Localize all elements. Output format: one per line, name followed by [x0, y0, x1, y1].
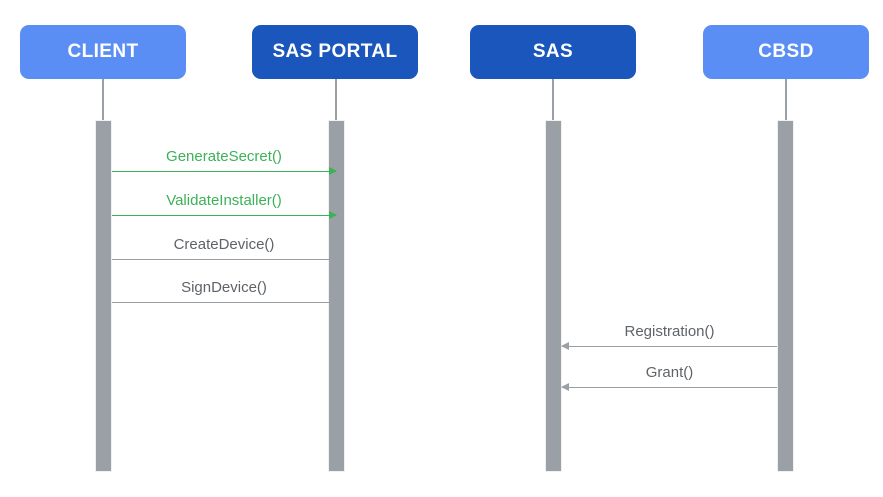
message-line-registration [562, 346, 777, 347]
message-label-generate-secret: GenerateSecret() [166, 148, 282, 165]
lifeline-client [102, 79, 104, 120]
arrowhead-right-icon [329, 211, 337, 219]
arrowhead-left-icon [561, 383, 569, 391]
activation-bar-sas-portal [328, 120, 345, 472]
actor-box-cbsd[interactable]: CBSD [703, 25, 869, 79]
message-line-grant [562, 387, 777, 388]
message-line-generate-secret [112, 171, 336, 172]
lifeline-sas-portal [335, 79, 337, 120]
lifeline-cbsd [785, 79, 787, 120]
activation-bar-client [95, 120, 112, 472]
actor-box-sas[interactable]: SAS [470, 25, 636, 79]
lifeline-sas [552, 79, 554, 120]
activation-bar-sas [545, 120, 562, 472]
arrowhead-right-icon [329, 298, 337, 306]
message-label-validate-installer: ValidateInstaller() [166, 192, 282, 209]
message-line-validate-installer [112, 215, 336, 216]
activation-bar-cbsd [777, 120, 794, 472]
message-label-grant: Grant() [645, 364, 694, 381]
message-label-sign-device: SignDevice() [181, 279, 267, 296]
message-line-create-device [112, 259, 336, 260]
message-line-sign-device [112, 302, 336, 303]
arrowhead-right-icon [329, 255, 337, 263]
message-label-create-device: CreateDevice() [173, 236, 275, 253]
arrowhead-left-icon [561, 342, 569, 350]
actor-box-sas-portal[interactable]: SAS PORTAL [252, 25, 418, 79]
message-label-registration: Registration() [624, 323, 715, 340]
actor-box-client[interactable]: CLIENT [20, 25, 186, 79]
arrowhead-right-icon [329, 167, 337, 175]
